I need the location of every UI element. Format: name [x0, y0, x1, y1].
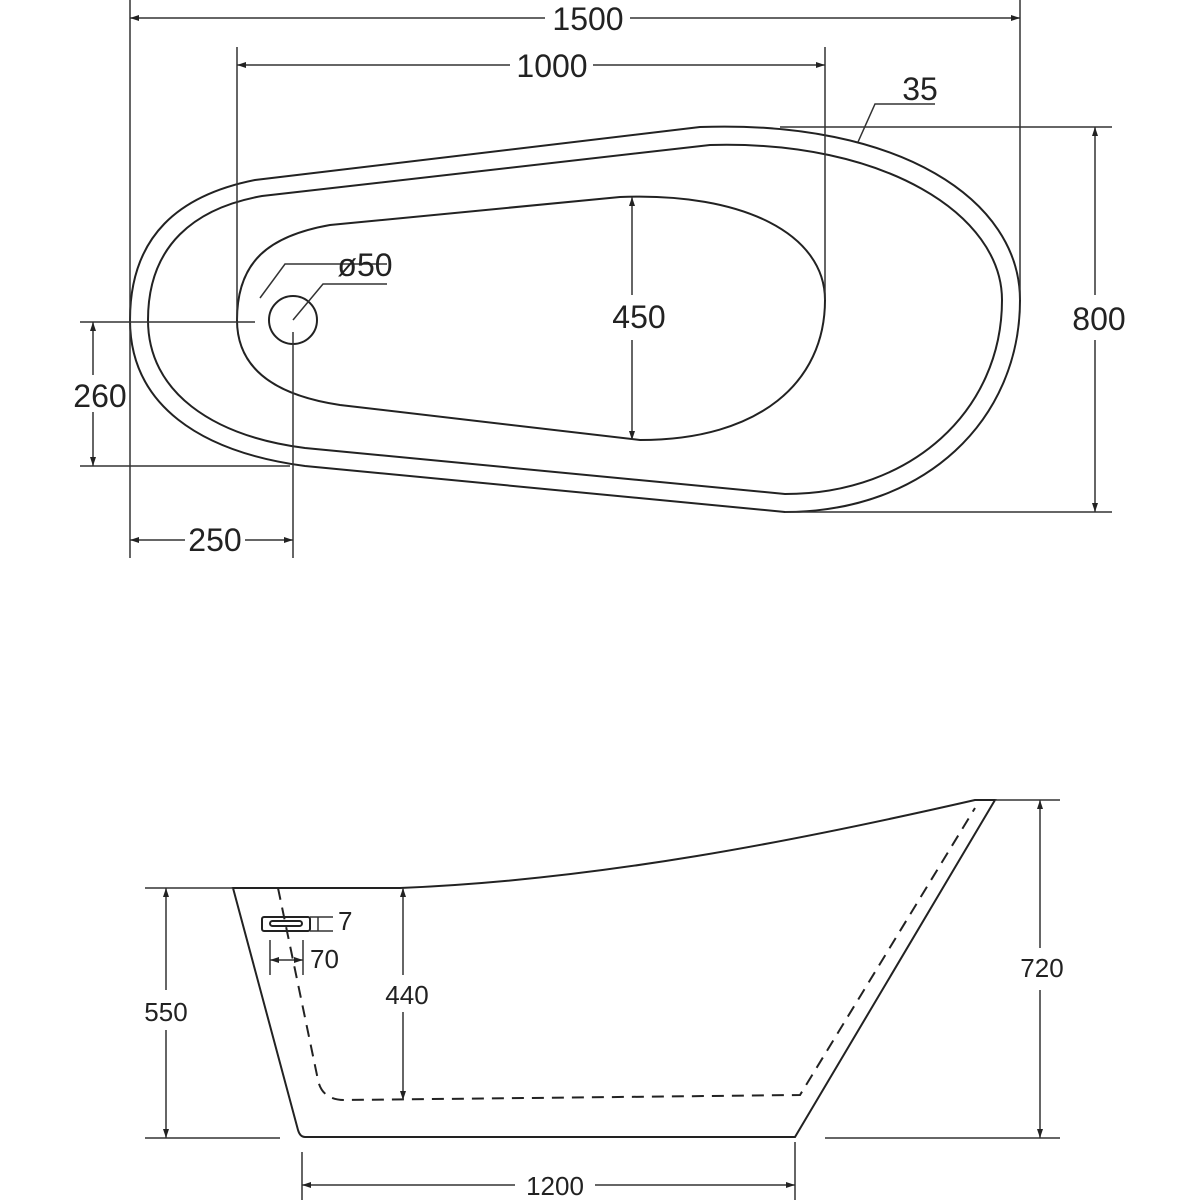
- inner-rim-outline: [146, 143, 1004, 496]
- dim-drain-offset-x: 250: [188, 522, 241, 558]
- dim-rim-width: 35: [902, 71, 938, 107]
- dim-low-end-height: 550: [144, 997, 187, 1027]
- dim-overflow-width: 70: [310, 944, 339, 974]
- top-view: 1500 1000 35 800 450 ø50 260 2: [73, 0, 1126, 558]
- basin-outline: [235, 195, 827, 442]
- dim-base-length: 1200: [526, 1171, 584, 1200]
- dim-basin-length: 1000: [516, 48, 587, 84]
- tub-side-outline: [231, 799, 997, 1138]
- dim-basin-width: 450: [612, 299, 665, 335]
- dim-drain-offset-y: 260: [73, 378, 126, 414]
- dim-overall-width: 800: [1072, 301, 1125, 337]
- dim-drain-diameter: ø50: [337, 247, 392, 283]
- overflow-outlet: [261, 916, 311, 932]
- side-view: 7 70 550 440 720 1200: [144, 799, 1064, 1200]
- dim-high-end-height: 720: [1020, 953, 1063, 983]
- dim-overflow-height: 7: [338, 906, 352, 936]
- outer-rim-outline: [128, 125, 1022, 514]
- dim-inner-depth: 440: [385, 980, 428, 1010]
- dim-overall-length: 1500: [552, 1, 623, 37]
- tub-inner-hidden-line: [277, 807, 976, 1102]
